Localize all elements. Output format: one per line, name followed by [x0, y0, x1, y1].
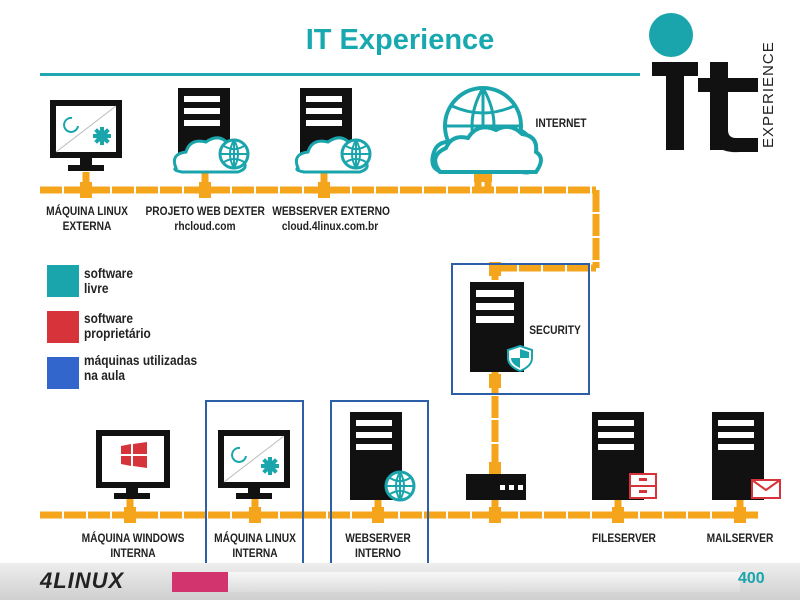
- label-mailserver: MAILSERVER: [704, 531, 775, 546]
- internet-cloud-icon: [430, 86, 543, 175]
- label-security: SECURITY: [527, 323, 583, 338]
- legend-label-software-livre: software livre: [84, 266, 133, 296]
- windows-monitor-icon: [96, 430, 170, 499]
- server-cloud-icon-dexter: [172, 88, 250, 174]
- linux-monitor-icon-external: [50, 100, 122, 171]
- label-line: MAILSERVER: [706, 531, 774, 545]
- label-line: WEBSERVER: [345, 531, 411, 545]
- label-line: INTERNA: [232, 546, 278, 560]
- legend-label-maquinas-aula: máquinas utilizadas na aula: [84, 353, 197, 383]
- legend-line: máquinas utilizadas: [84, 352, 198, 368]
- label-webserver-externo: WEBSERVER EXTERNO cloud.4linux.com.br: [272, 204, 390, 234]
- page-title: IT Experience: [305, 24, 495, 56]
- page-number: 400: [738, 570, 765, 587]
- label-line: SECURITY: [529, 323, 581, 337]
- footer-progress-track: [228, 572, 740, 592]
- fileserver-icon: [592, 412, 657, 500]
- legend-line: proprietário: [84, 325, 151, 341]
- legend-swatch-software-livre: [47, 265, 79, 297]
- label-maquina-linux-interna: MÁQUINA LINUX INTERNA: [208, 531, 302, 561]
- legend-line: software: [84, 265, 133, 281]
- label-line: rhcloud.com: [174, 219, 236, 233]
- network-switch-icon: [466, 474, 526, 500]
- label-line: INTERNA: [110, 546, 156, 560]
- title-divider: [40, 73, 640, 76]
- label-line: FILESERVER: [592, 531, 656, 545]
- label-line: INTERNO: [355, 546, 401, 560]
- cable-connectors: [80, 170, 746, 523]
- legend-swatch-maquinas-aula: [47, 357, 79, 389]
- it-experience-logo: [649, 13, 758, 153]
- label-line: MÁQUINA LINUX: [214, 531, 296, 545]
- label-line: WEBSERVER EXTERNO: [272, 204, 390, 218]
- linux-monitor-icon-internal: [218, 430, 290, 499]
- logo-t-bar: [698, 78, 758, 92]
- logo-i-stem: [666, 72, 684, 150]
- legend-line: livre: [84, 280, 109, 296]
- label-line: MÁQUINA LINUX: [46, 204, 128, 218]
- label-line: PROJETO WEB DEXTER: [145, 204, 265, 218]
- label-line: cloud.4linux.com.br: [281, 219, 379, 233]
- logo-dot: [649, 13, 693, 57]
- label-line: EXTERNA: [62, 219, 112, 233]
- label-fileserver: FILESERVER: [588, 531, 659, 546]
- legend-swatch-software-proprietario: [47, 311, 79, 343]
- logo-t-hook: [710, 130, 758, 153]
- highlight-box-security: [451, 263, 590, 395]
- logo-i-top: [652, 62, 698, 76]
- label-maquina-linux-externa: MÁQUINA LINUX EXTERNA: [40, 204, 134, 234]
- legend-line: na aula: [84, 367, 126, 383]
- legend-line: software: [84, 310, 133, 326]
- label-maquina-windows-interna: MÁQUINA WINDOWS INTERNA: [78, 531, 189, 561]
- footer-brand-logo: 4LINUX: [40, 568, 125, 593]
- security-server-icon: [470, 282, 533, 373]
- label-line: INTERNET: [535, 116, 587, 130]
- webserver-internal-icon: [350, 412, 416, 502]
- label-line: MÁQUINA WINDOWS: [81, 531, 185, 545]
- label-projeto-web-dexter: PROJETO WEB DEXTER rhcloud.com: [146, 204, 265, 234]
- label-webserver-interno: WEBSERVER INTERNO: [337, 531, 419, 561]
- server-cloud-icon-webserver-externo: [294, 88, 372, 174]
- legend-label-software-proprietario: software proprietário: [84, 311, 151, 341]
- footer-accent: [172, 572, 228, 592]
- label-internet: INTERNET: [531, 116, 591, 131]
- mailserver-icon: [712, 412, 781, 500]
